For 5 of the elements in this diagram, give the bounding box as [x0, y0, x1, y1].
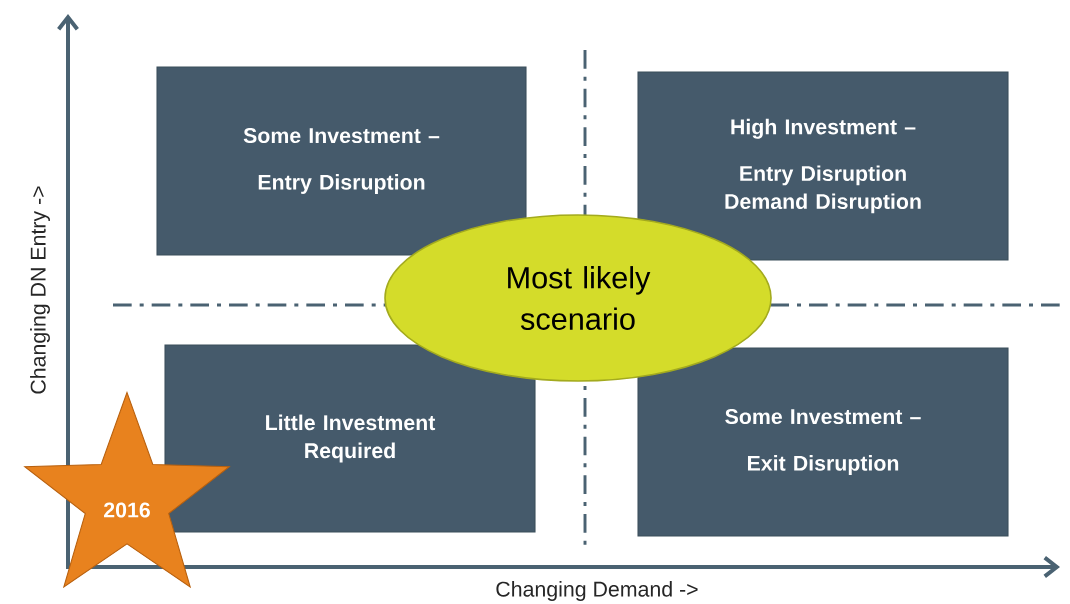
quadrant-box: Some Investment – Entry Disruption	[156, 66, 527, 256]
quadrant-box: High Investment – Entry Disruption Demand Disruption	[637, 71, 1009, 261]
quadrant-box: Some Investment – Exit Disruption	[637, 347, 1009, 537]
quadrant-box: Little Investment Required	[164, 344, 536, 533]
axis-label: Changing Demand ->	[496, 581, 698, 601]
